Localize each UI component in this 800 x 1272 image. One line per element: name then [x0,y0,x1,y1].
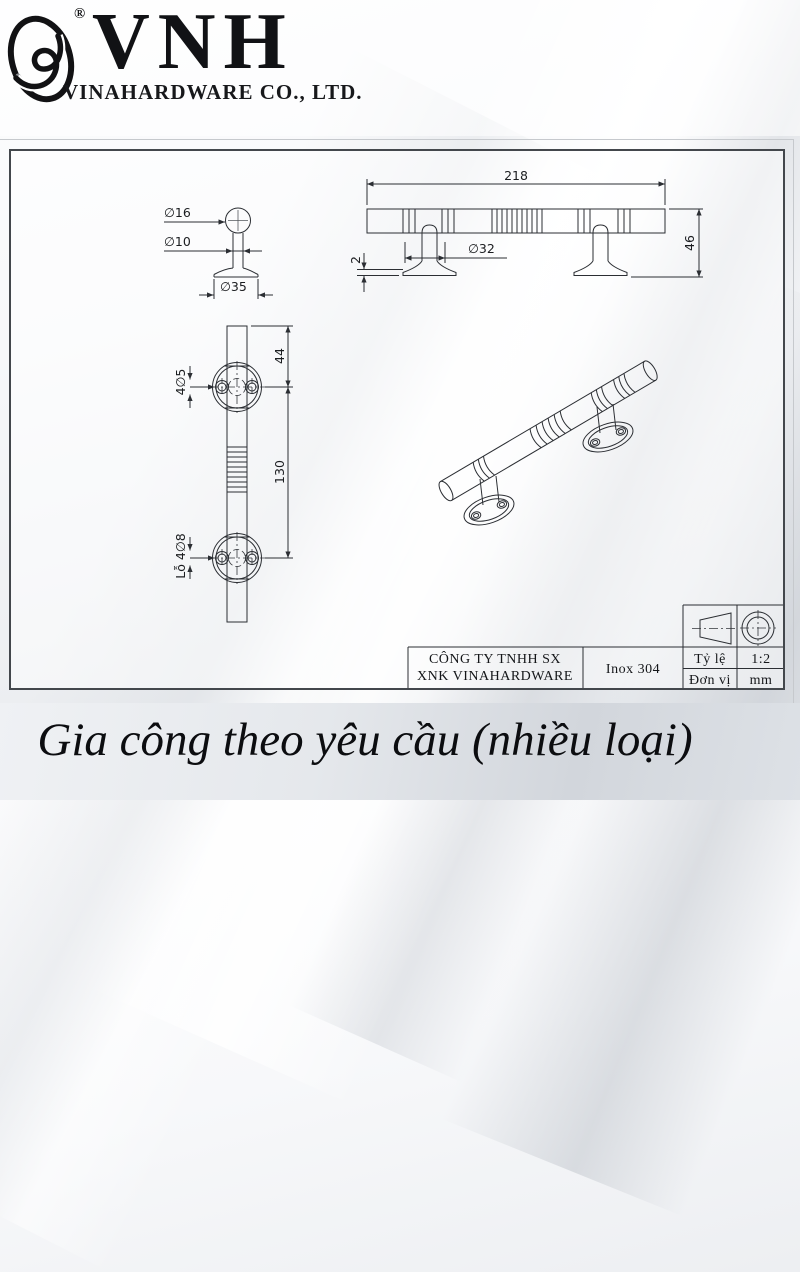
drawing-frame: ∅16 ∅10 ∅35 218 46 ∅32 [9,149,785,690]
material-value: Inox 304 [606,662,660,677]
dim-length: 218 [504,168,528,183]
dim-mount-holes: Lỗ 4∅8 [173,533,188,578]
slogan-text: Gia công theo yêu cầu (nhiều loại) [37,714,693,766]
dim-offset-top: 44 [272,348,287,364]
dim-height: 46 [682,235,697,251]
dim-flange-diameter: ∅32 [468,241,495,256]
dim-stem-diameter: ∅10 [164,234,191,249]
dim-base-diameter: ∅35 [220,279,247,294]
scale-value: 1:2 [751,652,770,667]
top-view: 218 46 ∅32 2 [348,168,703,292]
first-angle-cone-icon [692,612,738,645]
brand-name: VNH [92,0,294,86]
dim-span: 130 [272,460,287,484]
dim-base-thickness: 2 [348,256,363,264]
title-block: CÔNG TY TNHH SX XNK VINAHARDWARE Inox 30… [407,604,783,688]
isometric-view [438,360,658,526]
end-view: ∅16 ∅10 ∅35 [164,205,273,299]
brand-header: ® VNH VINAHARDWARE CO., LTD. [0,0,800,136]
title-company-line2: XNK VINAHARDWARE [417,669,573,684]
company-name: VINAHARDWARE CO., LTD. [63,80,363,104]
dim-ball-diameter: ∅16 [164,205,191,220]
unit-label: Đơn vị [689,673,731,688]
title-company-line1: CÔNG TY TNHH SX [429,650,561,667]
technical-drawing-canvas: ∅16 ∅10 ∅35 218 46 ∅32 [164,168,783,688]
projection-circle-icon [740,610,776,646]
unit-value: mm [750,673,773,688]
dim-screw-holes: 4∅5 [173,369,188,396]
scale-label: Tỷ lệ [694,652,726,667]
footer-band: Gia công theo yêu cầu (nhiều loại) [0,703,800,800]
front-view: 44 130 4∅5 Lỗ 4∅8 [173,325,293,623]
registered-mark: ® [74,6,86,22]
